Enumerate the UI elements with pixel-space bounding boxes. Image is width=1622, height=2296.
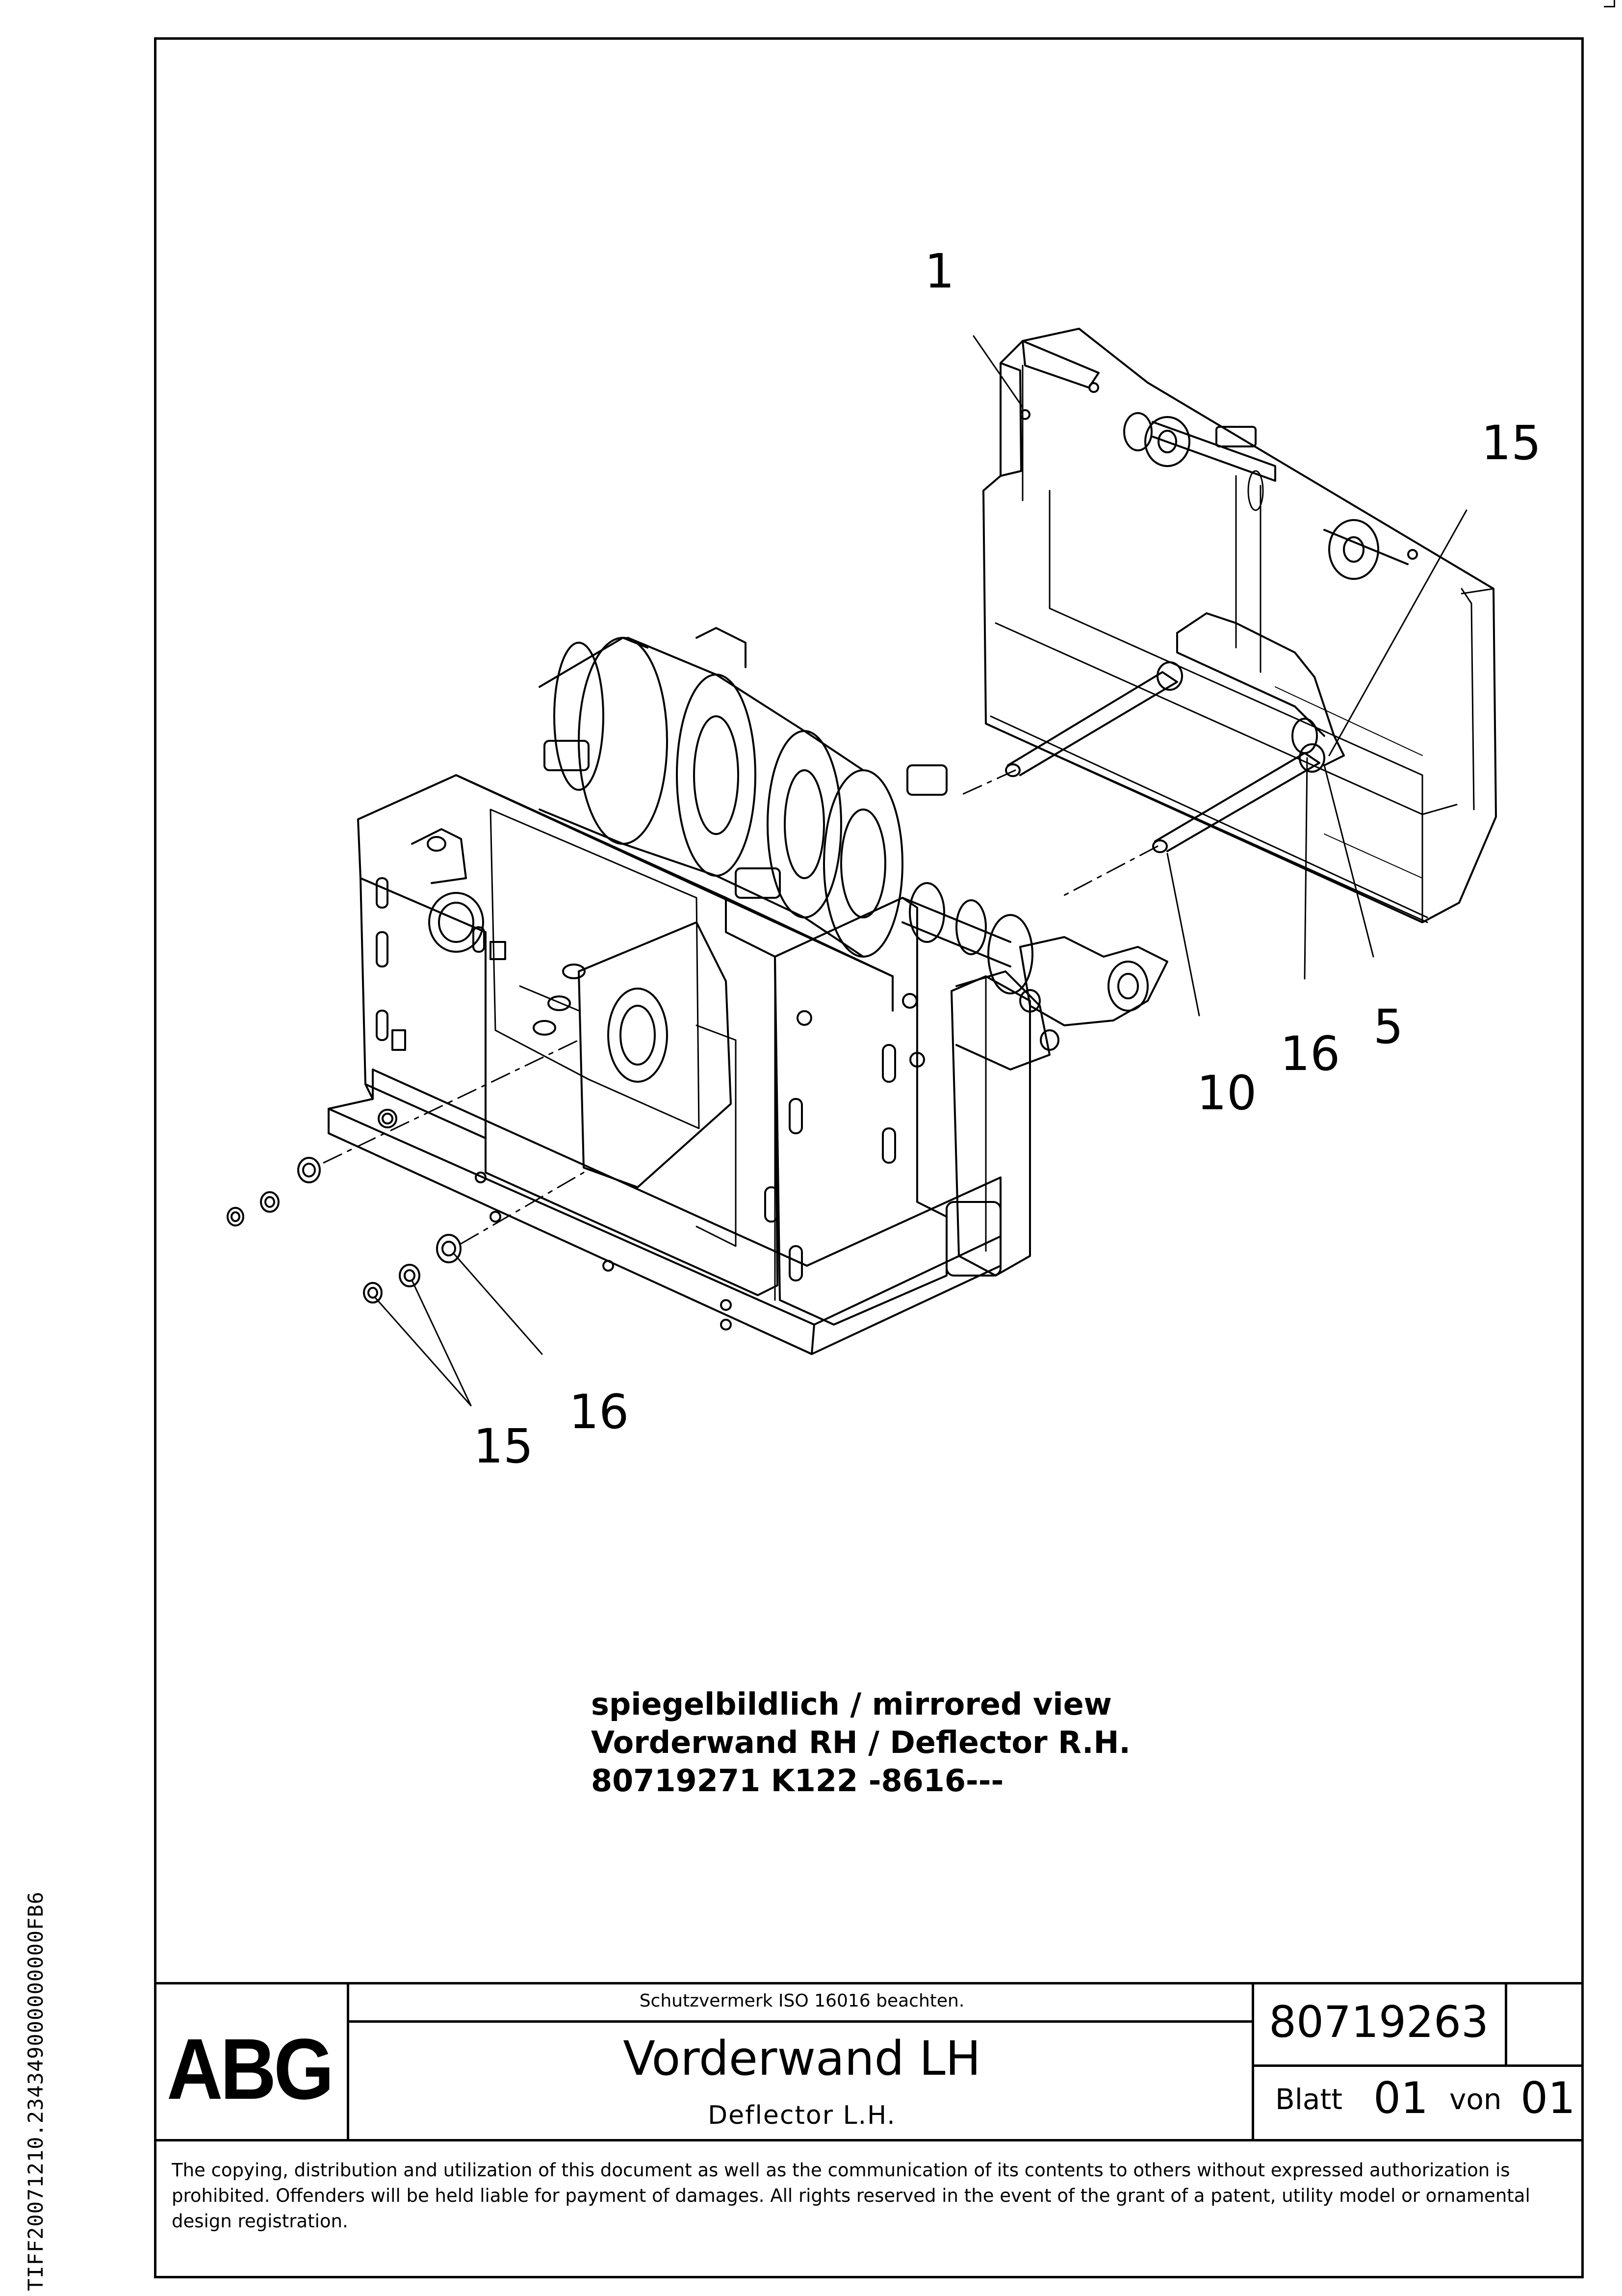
copyright-notice: The copying, distribution and utilizatio… — [172, 2160, 1530, 2232]
sheet-number: 01 — [1373, 2073, 1428, 2123]
callout-5: 5 — [1373, 999, 1404, 1054]
deflector-plate — [982, 328, 1497, 923]
title-block-logo-divider — [347, 1982, 349, 2139]
note-line-3: 80719271 K122 -8616--- — [591, 1763, 1004, 1799]
callout-1: 1 — [925, 244, 955, 299]
title-block-protect-divider — [349, 2020, 1252, 2023]
sheet-total: 01 — [1520, 2073, 1575, 2123]
protection-notice: Schutzvermerk ISO 16016 beachten. — [639, 1991, 965, 2011]
base-frame — [328, 774, 1031, 1355]
title-block-bottom-border — [154, 2139, 1584, 2141]
deflector-rods — [1005, 661, 1325, 853]
drawing-frame — [154, 37, 1584, 2278]
centre-lines — [323, 769, 1159, 1245]
drawing-subtitle: Deflector L.H. — [708, 2101, 896, 2130]
drawing-title: Vorderwand LH — [623, 2031, 981, 2086]
callout-16-left: 16 — [569, 1384, 629, 1439]
title-block-top-border — [154, 1982, 1584, 1984]
note-line-1: spiegelbildlich / mirrored view — [591, 1686, 1112, 1722]
loose-nuts — [227, 1157, 462, 1304]
title-block-revision-divider — [1505, 1982, 1507, 2064]
corner-mark — [1604, 0, 1615, 7]
callout-15-left: 15 — [473, 1419, 534, 1474]
callout-10: 10 — [1197, 1066, 1257, 1121]
note-line-2: Vorderwand RH / Deflector R.H. — [591, 1724, 1131, 1760]
mirrored-view-note: spiegelbildlich / mirrored view Vorderwa… — [591, 1685, 1131, 1800]
callout-15-top: 15 — [1481, 416, 1542, 470]
document-number: 80719263 — [1269, 1997, 1489, 2047]
title-block-title-divider — [1252, 1982, 1254, 2139]
sheet-label: Blatt — [1275, 2083, 1342, 2116]
leader-lines — [374, 335, 1468, 1407]
title-block-number-divider — [1252, 2064, 1584, 2067]
rotor-assembly — [539, 627, 1168, 1070]
of-label: von — [1449, 2083, 1502, 2116]
callout-16-right: 16 — [1280, 1026, 1340, 1081]
abg-logo: ABG — [167, 2021, 334, 2117]
